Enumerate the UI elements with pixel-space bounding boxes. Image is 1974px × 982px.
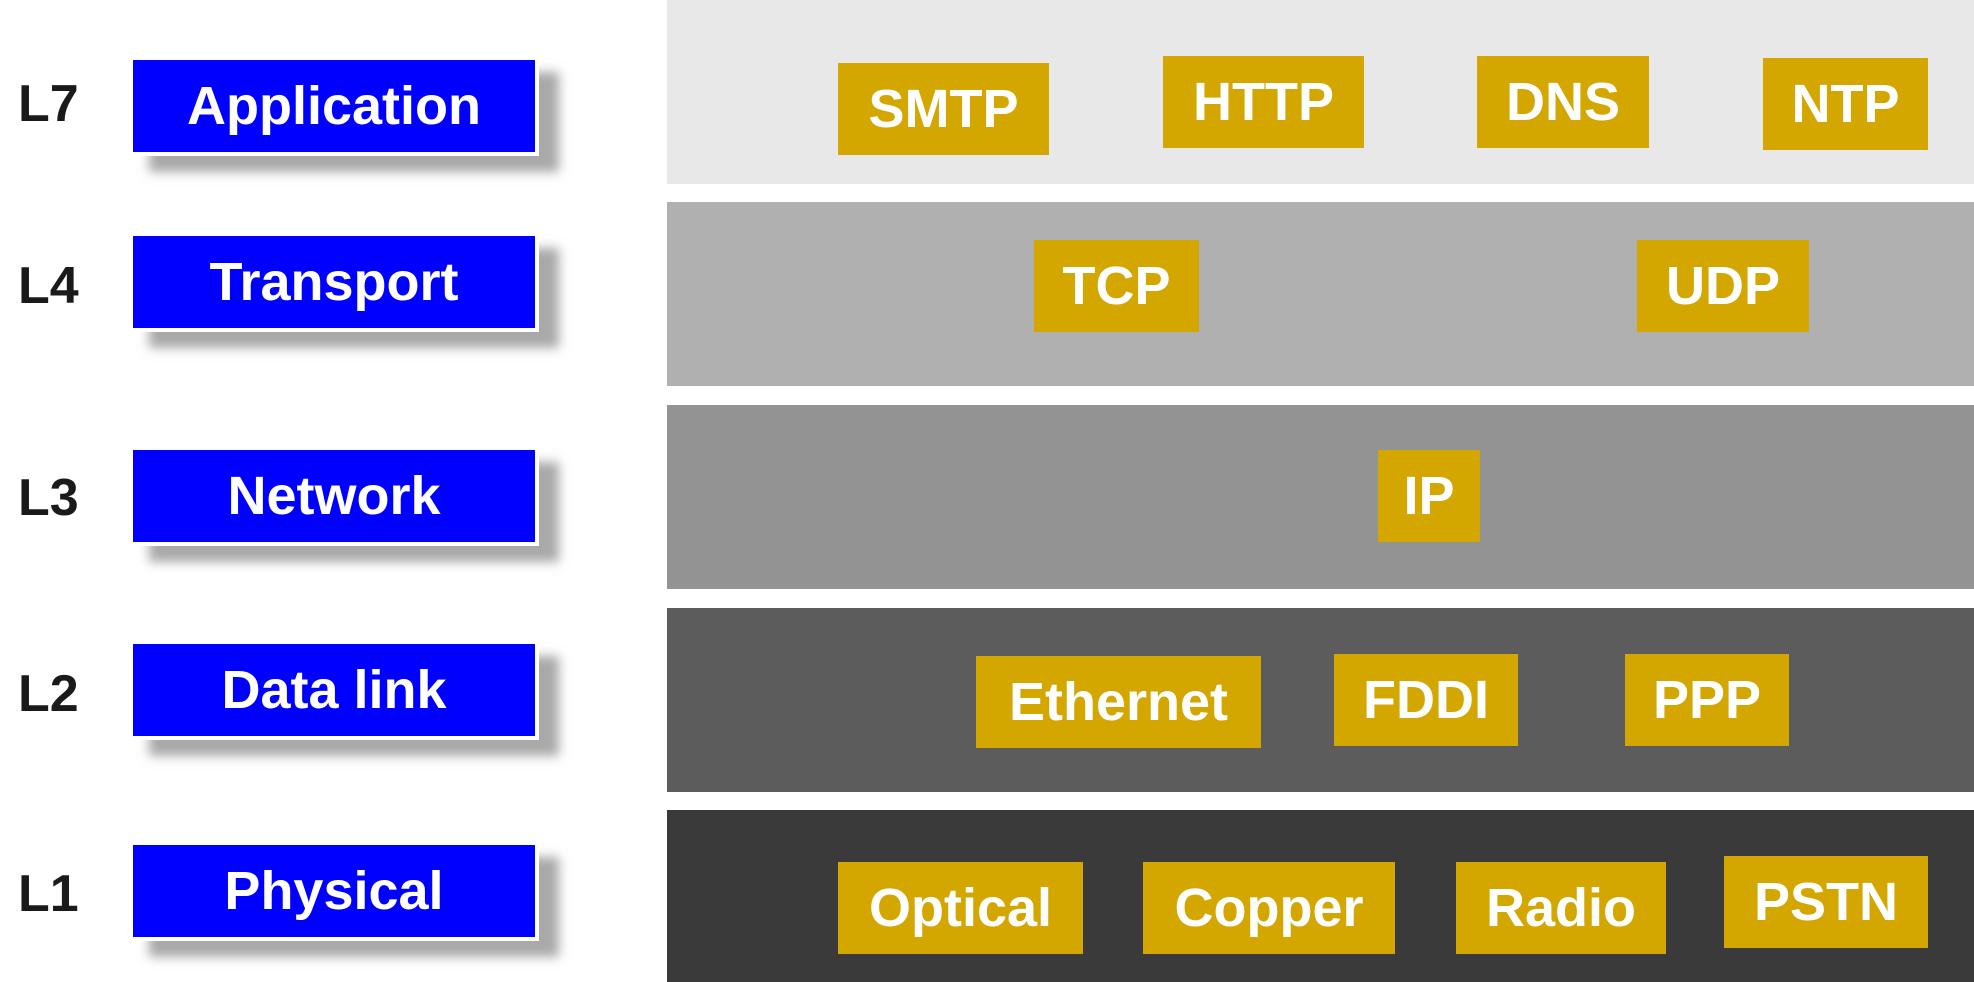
layer-box-physical: Physical [129, 841, 539, 941]
protocol-chip-ethernet: Ethernet [976, 656, 1261, 748]
layer-box-data-link: Data link [129, 640, 539, 740]
protocol-chip-optical: Optical [838, 862, 1083, 954]
protocol-chip-udp: UDP [1637, 240, 1809, 332]
layer-box-transport: Transport [129, 232, 539, 332]
layer-box-network: Network [129, 446, 539, 546]
protocol-chip-dns: DNS [1477, 56, 1649, 148]
layer-id-l3: L3 [18, 469, 79, 527]
protocol-chip-ip: IP [1378, 450, 1480, 542]
protocol-chip-http: HTTP [1163, 56, 1364, 148]
protocol-chip-radio: Radio [1456, 862, 1666, 954]
layer-id-l1: L1 [18, 865, 79, 923]
protocol-chip-pstn: PSTN [1724, 856, 1928, 948]
layer-box-application: Application [129, 56, 539, 156]
band-network [667, 405, 1974, 589]
protocol-chip-copper: Copper [1143, 862, 1395, 954]
layer-id-l7: L7 [18, 75, 79, 133]
layer-id-l4: L4 [18, 257, 79, 315]
layer-id-l2: L2 [18, 665, 79, 723]
protocol-chip-smtp: SMTP [838, 63, 1049, 155]
protocol-chip-fddi: FDDI [1334, 654, 1518, 746]
protocol-chip-ntp: NTP [1763, 58, 1928, 150]
protocol-chip-ppp: PPP [1625, 654, 1789, 746]
protocol-chip-tcp: TCP [1034, 240, 1199, 332]
